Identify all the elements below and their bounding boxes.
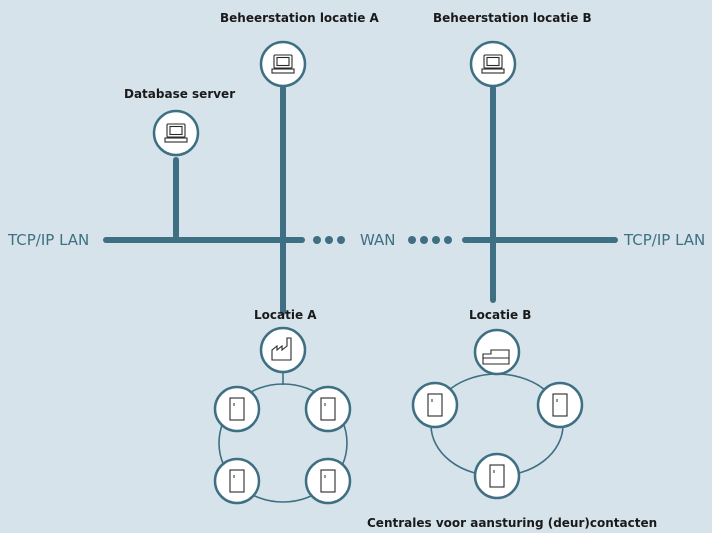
office-node: [473, 328, 521, 376]
ring-location-a: [218, 383, 348, 503]
controllers-caption: Centrales voor aansturing (deur)contacte…: [367, 516, 657, 530]
controller-a4: [304, 457, 352, 505]
database-label: Database server: [124, 87, 235, 101]
door-controller-icon: [229, 469, 245, 493]
computer-monitor-icon: [164, 123, 188, 143]
lan-label-left: TCP/IP LAN: [7, 231, 89, 249]
station-b-label: Beheerstation locatie B: [433, 11, 592, 25]
station-b-node: [469, 40, 517, 88]
wan-dots-left: [313, 236, 345, 244]
location-b-label: Locatie B: [469, 308, 531, 322]
controller-a2: [304, 385, 352, 433]
door-controller-icon: [320, 397, 336, 421]
factory-icon: [271, 337, 292, 361]
factory-node: [259, 326, 307, 374]
building-icon: [482, 349, 510, 365]
location-a-label: Locatie A: [254, 308, 317, 322]
controller-b2: [536, 381, 584, 429]
door-controller-icon: [427, 393, 443, 417]
wan-label: WAN: [360, 231, 396, 249]
database-node: [152, 109, 200, 157]
computer-monitor-icon: [481, 54, 505, 74]
door-controller-icon: [552, 393, 568, 417]
controller-a1: [213, 385, 261, 433]
controller-a3: [213, 457, 261, 505]
station-a-label: Beheerstation locatie A: [220, 11, 380, 25]
door-controller-icon: [229, 397, 245, 421]
door-controller-icon: [489, 464, 505, 488]
controller-b3: [473, 452, 521, 500]
wan-dots-right: [408, 236, 452, 244]
controller-b1: [411, 381, 459, 429]
lan-label-right: TCP/IP LAN: [623, 231, 705, 249]
computer-monitor-icon: [271, 54, 295, 74]
door-controller-icon: [320, 469, 336, 493]
station-a-node: [259, 40, 307, 88]
